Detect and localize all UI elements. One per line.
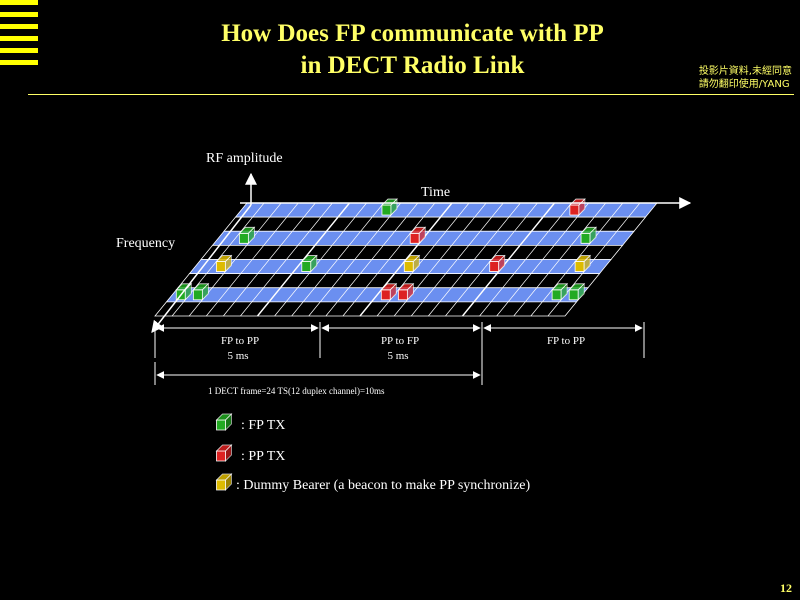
- fp-tx-block: [580, 226, 598, 245]
- title-line-1: How Does FP communicate with PP: [221, 20, 604, 47]
- slot-divider: [410, 202, 504, 317]
- segment-1-duration: 5 ms: [227, 350, 248, 362]
- slot-divider: [205, 202, 299, 317]
- fp-tx-block: [300, 254, 318, 273]
- fp-tx-block: [192, 282, 210, 301]
- page-number: 12: [780, 581, 792, 595]
- title-divider: [28, 94, 794, 95]
- slot-divider: [342, 202, 436, 317]
- segment-2-duration: 5 ms: [387, 350, 408, 362]
- slot-divider: [496, 202, 589, 317]
- legend-fp-tx-label: : FP TX: [241, 418, 285, 433]
- fp-tx-block: [568, 282, 586, 301]
- dummy-bearer-block: [574, 254, 592, 273]
- slot-divider: [291, 202, 384, 317]
- frequency-label: Frequency: [116, 236, 175, 251]
- copyright-note-line-1: 投影片資料,未經同意: [698, 66, 792, 77]
- slot-divider: [240, 202, 333, 317]
- copyright-note-line-2: 請勿翻印使用/YANG: [698, 79, 790, 90]
- slot-divider: [513, 202, 607, 317]
- legend-dummy-icon: [215, 473, 233, 491]
- half-frame-divider: [461, 202, 556, 317]
- pp-tx-block: [409, 226, 427, 245]
- slot-divider: [325, 202, 419, 317]
- frequency-axis: [151, 204, 252, 333]
- slot-divider: [428, 202, 521, 317]
- time-label: Time: [421, 185, 450, 200]
- segment-3-direction: FP to PP: [547, 335, 585, 347]
- slot-divider: [274, 202, 367, 317]
- segment-1-direction: FP to PP: [221, 335, 259, 347]
- fp-tx-block: [551, 282, 569, 301]
- title-line-2: in DECT Radio Link: [300, 52, 525, 79]
- rf-amplitude-label: RF amplitude: [206, 151, 283, 166]
- fp-tx-block: [238, 226, 256, 245]
- dummy-bearer-block: [403, 254, 421, 273]
- frame-label: 1 DECT frame=24 TS(12 duplex channel)=10…: [208, 386, 385, 396]
- pp-tx-block: [488, 254, 506, 273]
- dummy-bearer-block: [215, 254, 233, 273]
- legend-fp-icon: [215, 413, 233, 431]
- legend-pp-icon: [215, 444, 233, 462]
- segment-2-direction: PP to FP: [381, 335, 419, 347]
- pp-tx-block: [397, 282, 415, 301]
- slot-divider: [479, 202, 572, 317]
- legend-dummy-bearer-label: : Dummy Bearer (a beacon to make PP sync…: [236, 478, 531, 493]
- slot-divider: [308, 202, 402, 317]
- slide-title: How Does FP communicate with PP in DECT …: [150, 18, 675, 82]
- slot-divider: [223, 202, 316, 317]
- legend: : FP TX : PP TX : Dummy Bearer (a beacon…: [215, 413, 531, 493]
- corner-stripes: [0, 0, 38, 74]
- copyright-note: 投影片資料,未經同意 請勿翻印使用/YANG: [699, 65, 792, 91]
- pp-tx-block: [380, 282, 398, 301]
- segment-dimensions: [154, 322, 645, 385]
- legend-pp-tx-label: : PP TX: [241, 449, 285, 464]
